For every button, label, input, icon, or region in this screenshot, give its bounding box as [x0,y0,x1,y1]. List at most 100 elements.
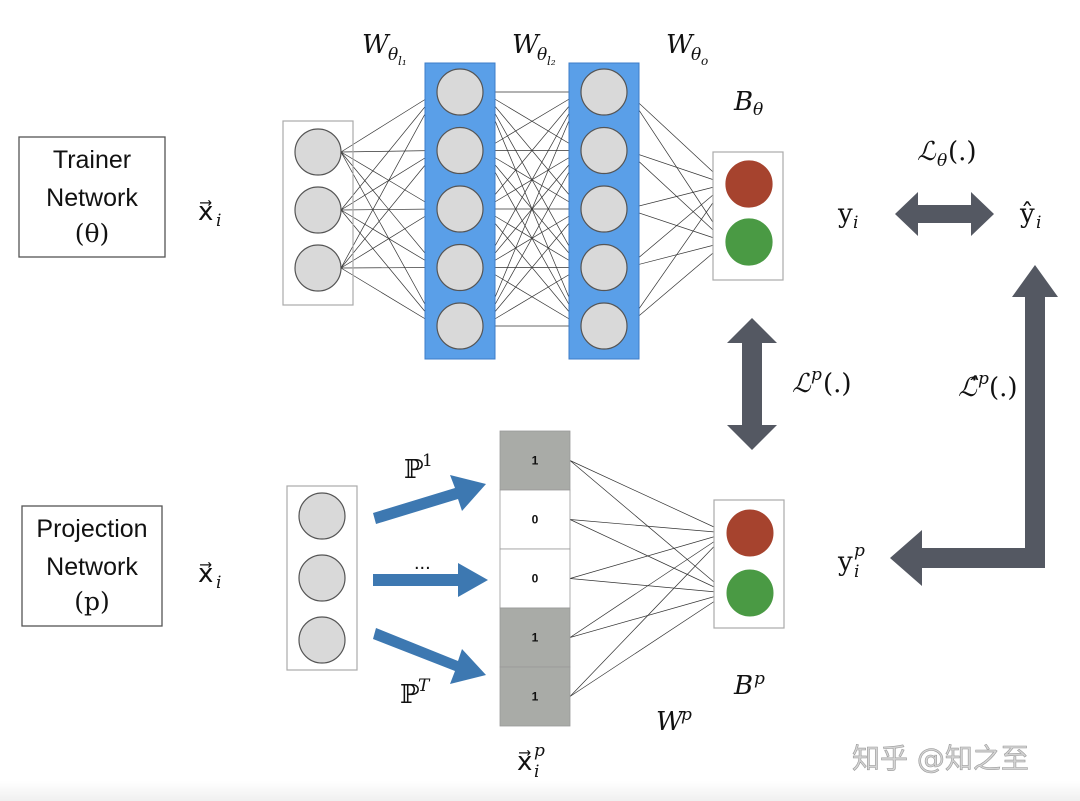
projection-input-node [298,616,346,664]
edge-bitvector-output [569,592,728,697]
bit-cell-value: 1 [532,690,539,704]
weight-label-l1: W θ l₁ [362,30,407,68]
trainer-input-x: x⃗ [198,197,213,227]
trainer-output-y: y [837,199,853,229]
trainer-output-node-red [725,160,773,208]
trainer-hidden1-node [436,126,484,175]
watermark-text: 知乎 @知之至 [852,742,1029,775]
projection-box-line1: Projection [36,515,147,543]
edge-hidden1-hidden2 [482,91,582,210]
edge-hidden1-hidden2 [482,91,582,327]
proj-bias-sup: p [754,669,765,689]
bit-cell-value: 1 [532,631,539,645]
proj-weight-sup: p [681,705,692,725]
projection-box-line2: Network [46,553,138,581]
bottom-fade [0,781,1080,801]
loss-phat-sup: p [978,369,989,389]
trainer-hidden2-node [580,302,628,350]
trainer-hidden2-node [580,243,628,292]
edge-bitvector-output [569,532,728,638]
projection-label-1: ℙ 1 [404,451,433,485]
trainer-box-line1: Trainer [53,146,131,174]
loss-p-base: ℒ [792,369,812,399]
loss-p-tail: (.) [823,369,852,399]
projection-arrow-2-icon [373,563,488,597]
bit-cell-bg [499,666,571,727]
trainer-loss-double-arrow-icon [895,192,994,236]
trainer-hidden2-node [580,68,628,116]
edge-bitvector-output [569,460,728,534]
trainer-hidden2-node [580,126,628,175]
trainer-bias-sub: θ [753,100,763,120]
edge-hidden1-hidden2 [482,208,582,327]
projection-input-layer-frame [286,485,358,671]
projection-arrow-1-icon [373,475,486,524]
weight-label-l2: W θ l₂ [512,30,556,68]
weight-l1-base: W [362,30,391,60]
edge-bitvector-output [569,532,728,579]
bitvec-sub: i [534,762,539,782]
trainer-input-node [294,244,342,292]
bit-cell: 0 [499,548,571,609]
edge-input-hidden1 [340,91,438,153]
loss-phat-tail: (.) [989,373,1018,403]
bit-cell-value: 0 [532,572,539,586]
edge-bitvector-output [569,519,728,594]
projection-output-label: y p i [837,541,865,582]
projection-label-ellipsis: ... [414,552,431,574]
projection-network-box: Projection Network (p) [21,505,163,627]
trainer-network-box: Trainer Network (θ) [18,136,166,258]
edge-input-hidden1 [340,91,438,211]
projection-label-t: ℙ T [400,676,431,710]
weight-l1-sub: θ [388,45,398,65]
bit-cell-bg [499,489,571,550]
trainer-input-node [294,186,342,234]
trainer-target-y: ŷ [1019,199,1035,229]
edge-input-hidden1 [340,150,438,269]
weight-l2-sub: θ [537,45,547,65]
trainer-input-sub: i [216,211,221,231]
bitvec-x: x⃗ [517,747,532,777]
bit-cell: 1 [499,607,571,668]
edge-input-hidden1 [340,208,438,269]
edge-hidden1-hidden2 [482,150,582,327]
projection-output-node-green [726,569,774,617]
proj-t-sup: T [418,676,431,696]
bit-cell-bg [499,607,571,668]
projection-nodes [298,492,774,664]
projection-weight-label: W p [656,705,692,737]
proj-output-y: y [837,547,853,577]
proj-weight-base: W [656,707,685,737]
bit-vector-label: x⃗ p i [517,741,545,782]
trainer-output-node-green [725,218,773,266]
edge-hidden2-output [626,183,727,327]
projection-hat-loss-label: ℒ̂ p (.) [958,369,1018,403]
trainer-nodes [294,68,773,350]
trainer-output-sub: i [853,213,858,233]
edge-bitvector-output [569,532,728,697]
trainer-hidden1-node [436,243,484,292]
projection-bias-label: B p [733,669,765,701]
trainer-input-layer-frame [282,120,354,306]
proj-output-sub: i [854,562,859,582]
trainer-output-label: y i [837,199,858,233]
projection-loss-label: ℒ p (.) [792,365,852,399]
bit-cell-value: 0 [532,513,539,527]
projection-input-x: x⃗ [198,559,213,589]
edge-hidden2-output [626,150,727,185]
bit-cell: 1 [499,666,571,727]
loss-theta-base: ℒ [917,137,937,167]
projection-output-node-red [726,509,774,557]
weight-o-sub: θ [691,45,701,65]
projection-arrow-t-icon [373,628,486,684]
trainer-input-label: x⃗ i [198,197,221,231]
edge-hidden2-output [626,183,727,268]
trainer-bias-label: B θ [733,87,763,120]
loss-theta-tail: (.) [948,137,977,167]
trainer-hidden1-node [436,185,484,233]
trainer-hidden1-node [436,68,484,116]
proj-1-base: ℙ [404,455,424,485]
edge-bitvector-output [569,578,728,594]
edge-bitvector-output [569,519,728,534]
proj-output-sup: p [854,541,865,561]
